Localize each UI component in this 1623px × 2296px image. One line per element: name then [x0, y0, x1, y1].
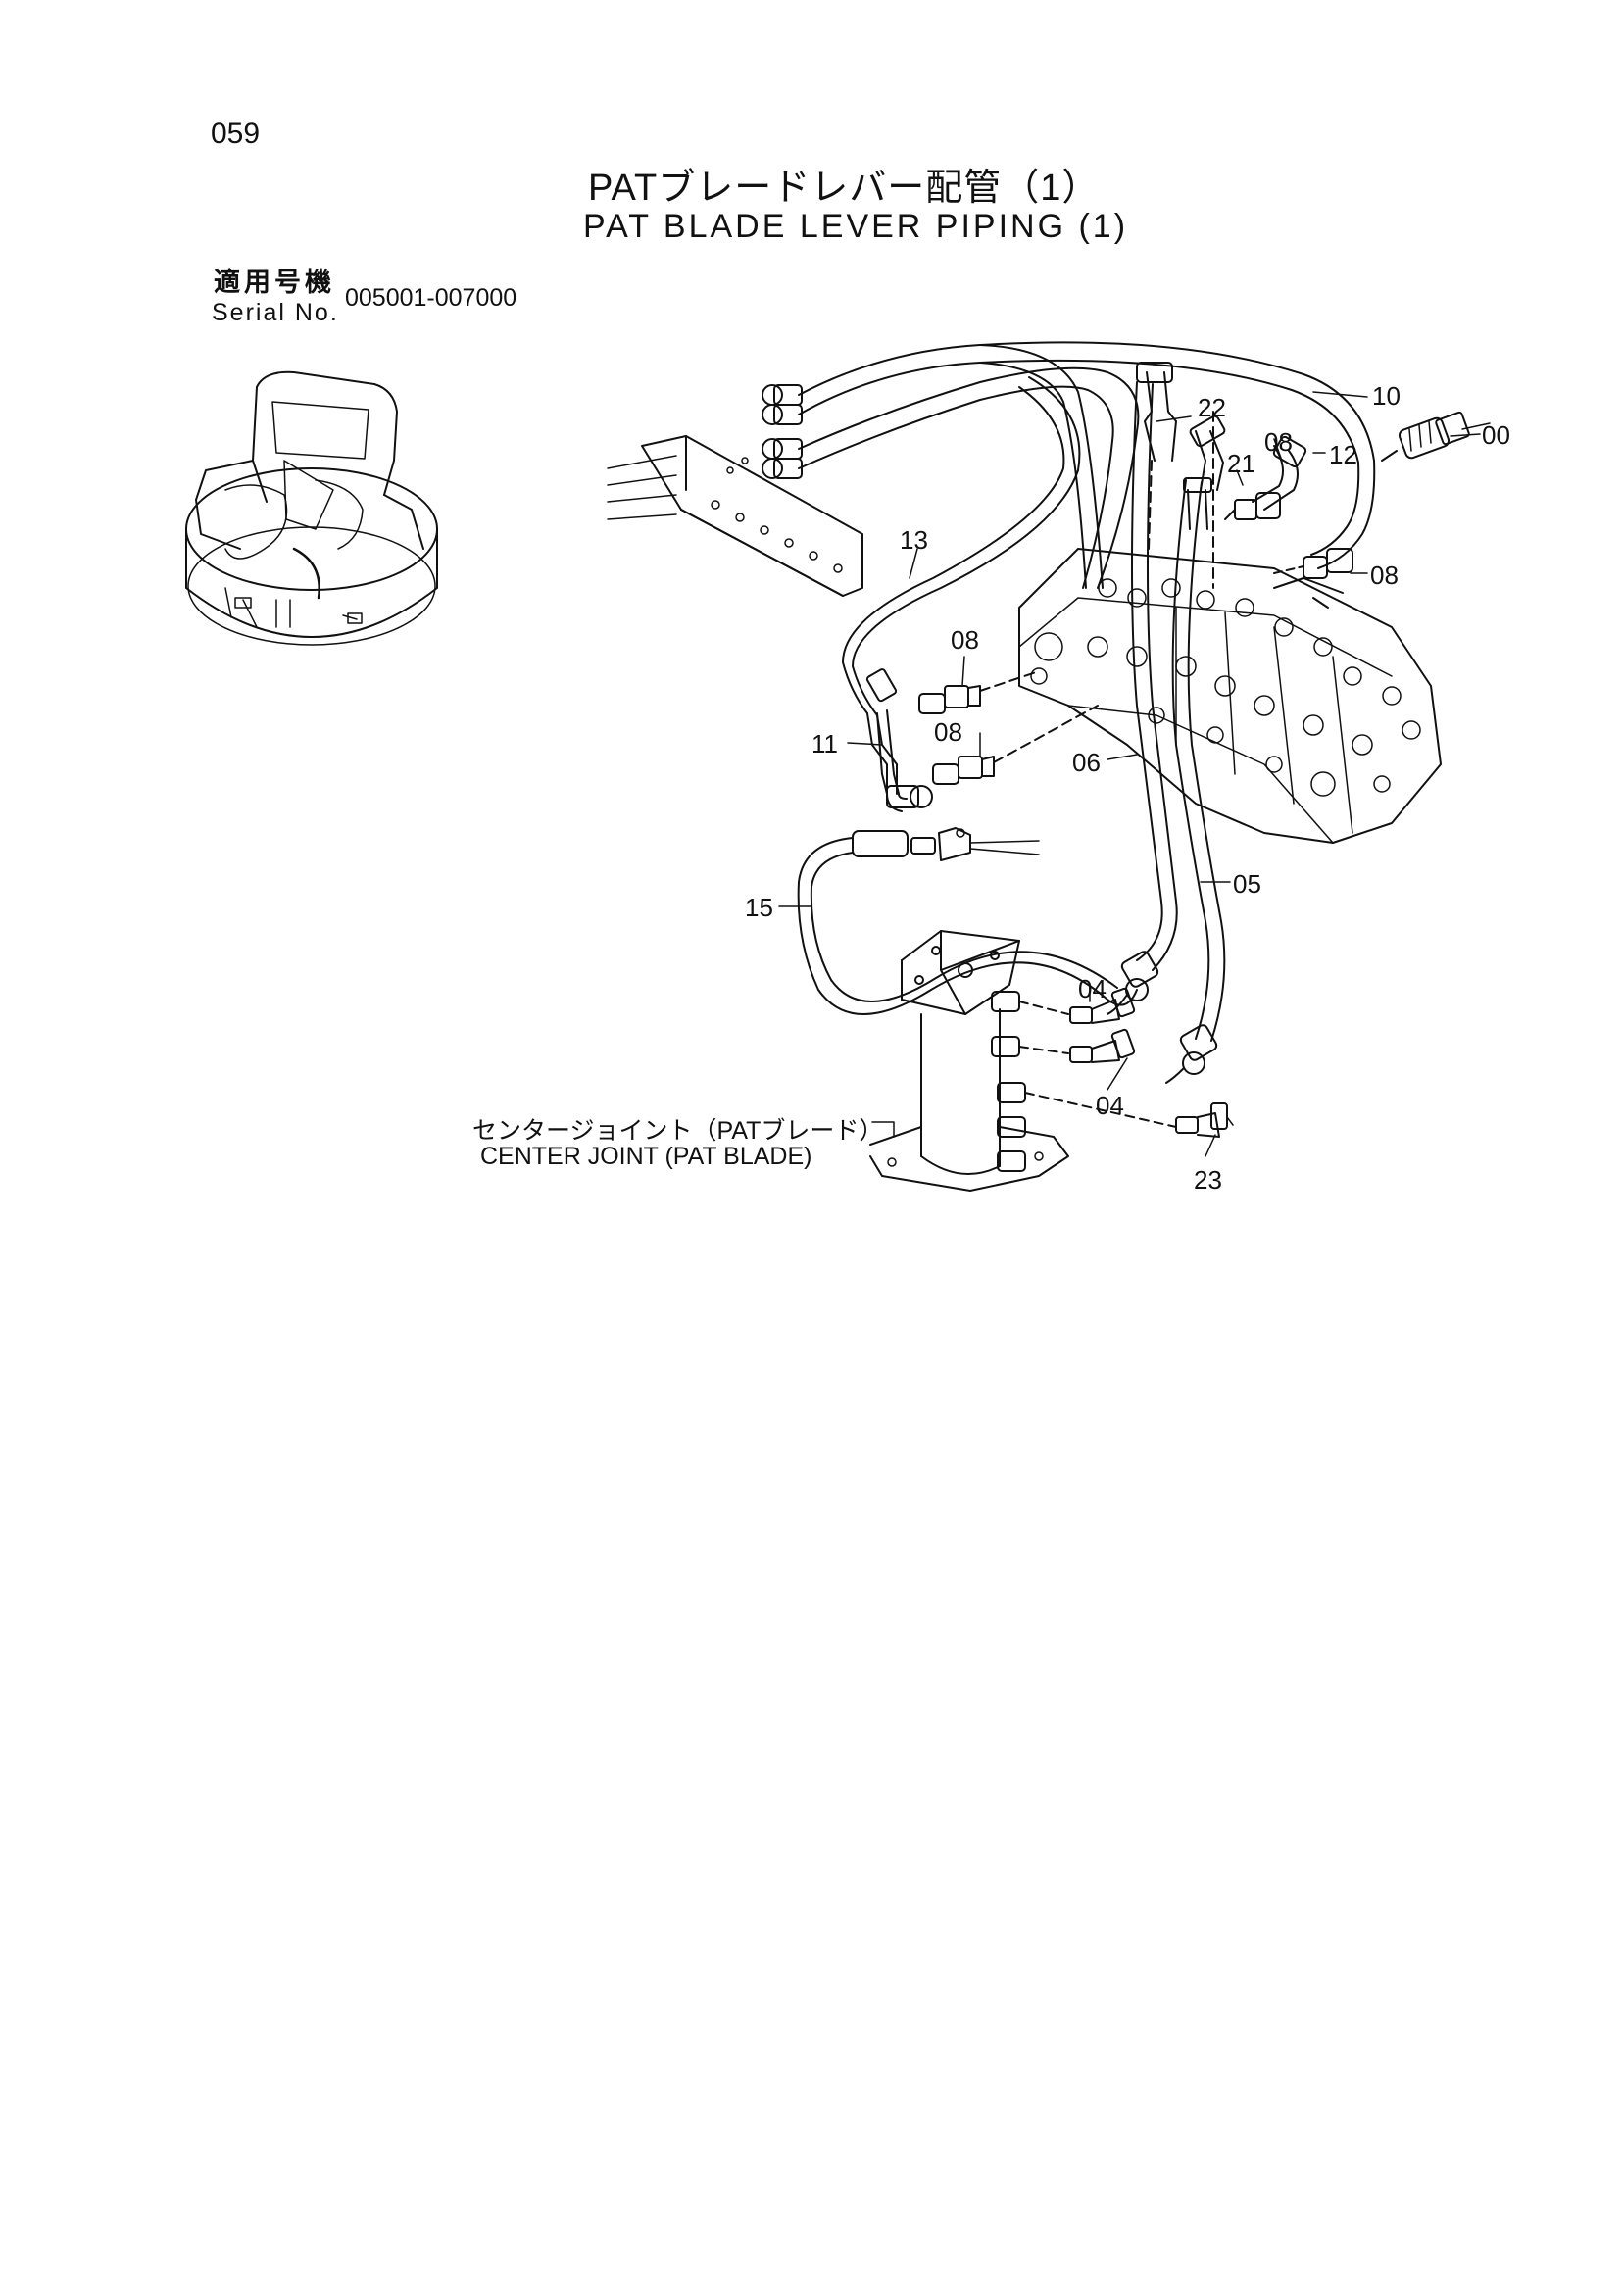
part-label-08-mid1: 08 — [951, 625, 979, 655]
hose-05 — [1171, 479, 1226, 1042]
lever-bracket-plate — [607, 435, 863, 597]
machine-location-thumbnail — [185, 370, 438, 646]
fitting-08-right — [1273, 548, 1353, 579]
part-label-15: 15 — [745, 893, 773, 922]
top-hose-bundle — [762, 341, 1376, 589]
part-label-10: 10 — [1372, 381, 1401, 411]
part-label-04-b: 04 — [1096, 1091, 1124, 1120]
center-joint-label-english: CENTER JOINT (PAT BLADE) — [480, 1143, 812, 1170]
part-label-05: 05 — [1233, 869, 1261, 899]
page-title-japanese: PATブレードレバー配管（1） — [588, 168, 1101, 209]
part-label-00: 00 — [1482, 420, 1510, 450]
control-valve-assembly — [1018, 548, 1442, 844]
part-label-12: 12 — [1329, 440, 1357, 469]
fitting-22 — [1136, 362, 1226, 589]
part-label-21: 21 — [1227, 449, 1255, 478]
serial-label-english: Serial No. — [212, 299, 339, 326]
part-label-13: 13 — [900, 525, 928, 555]
part-label-23: 23 — [1194, 1165, 1222, 1195]
fitting-21 — [1224, 492, 1281, 520]
page-number: 059 — [211, 118, 261, 150]
fitting-08-lower — [932, 705, 1099, 785]
hose-06 — [1131, 381, 1178, 971]
fitting-08-upper — [918, 670, 1040, 714]
part-label-06: 06 — [1072, 748, 1101, 777]
part-label-08-top: 08 — [1264, 427, 1293, 457]
elbow-04-upper — [1069, 987, 1136, 1024]
part-label-11: 11 — [812, 729, 838, 758]
part-label-08-mid2: 08 — [934, 717, 962, 747]
fitting-00-elbow — [1381, 411, 1491, 462]
hose-12 — [1252, 435, 1307, 511]
hose-05-06-end-fittings — [1107, 951, 1218, 1084]
center-joint-label-japanese: センタージョイント（PATブレード） — [472, 1117, 884, 1145]
part-label-04-a: 04 — [1078, 974, 1107, 1003]
part-label-22: 22 — [1198, 393, 1226, 422]
leader-lines — [778, 391, 1481, 1157]
serial-number-range: 005001-007000 — [345, 284, 517, 312]
elbow-23 — [1175, 1102, 1234, 1138]
serial-label-japanese: 適用号機 — [214, 268, 335, 297]
part-number-labels: 10 00 22 08 12 21 08 13 08 08 11 06 15 0… — [745, 381, 1510, 1195]
page-title-english: PAT BLADE LEVER PIPING (1) — [583, 208, 1129, 245]
elbow-04-lower — [1069, 1028, 1136, 1063]
hose-15 — [797, 827, 1138, 1015]
center-joint-assembly — [869, 930, 1177, 1192]
hose-11 — [876, 709, 933, 812]
part-label-08-right: 08 — [1370, 561, 1399, 590]
